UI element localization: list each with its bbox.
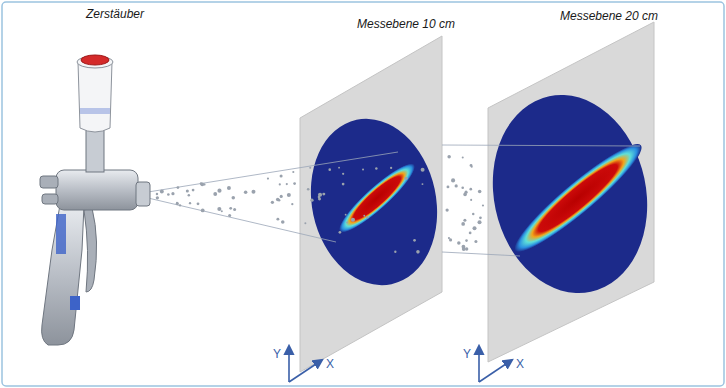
droplets (156, 155, 484, 254)
axis-label: X (326, 358, 334, 371)
axis-label: Y (273, 348, 281, 361)
plane-label: Messebene 20 cm (560, 10, 658, 23)
axis-label: Y (463, 348, 471, 361)
spray-pattern (332, 156, 421, 239)
spray-gun (40, 55, 150, 345)
spray-area (475, 80, 665, 307)
spray-cone (148, 145, 640, 256)
axis-label: X (516, 358, 524, 371)
spray-area (296, 107, 452, 297)
plane-label: Messebene 10 cm (357, 18, 455, 31)
device-label: Zerstäuber (86, 8, 144, 21)
axes (289, 346, 512, 382)
spray-pattern (506, 134, 651, 262)
